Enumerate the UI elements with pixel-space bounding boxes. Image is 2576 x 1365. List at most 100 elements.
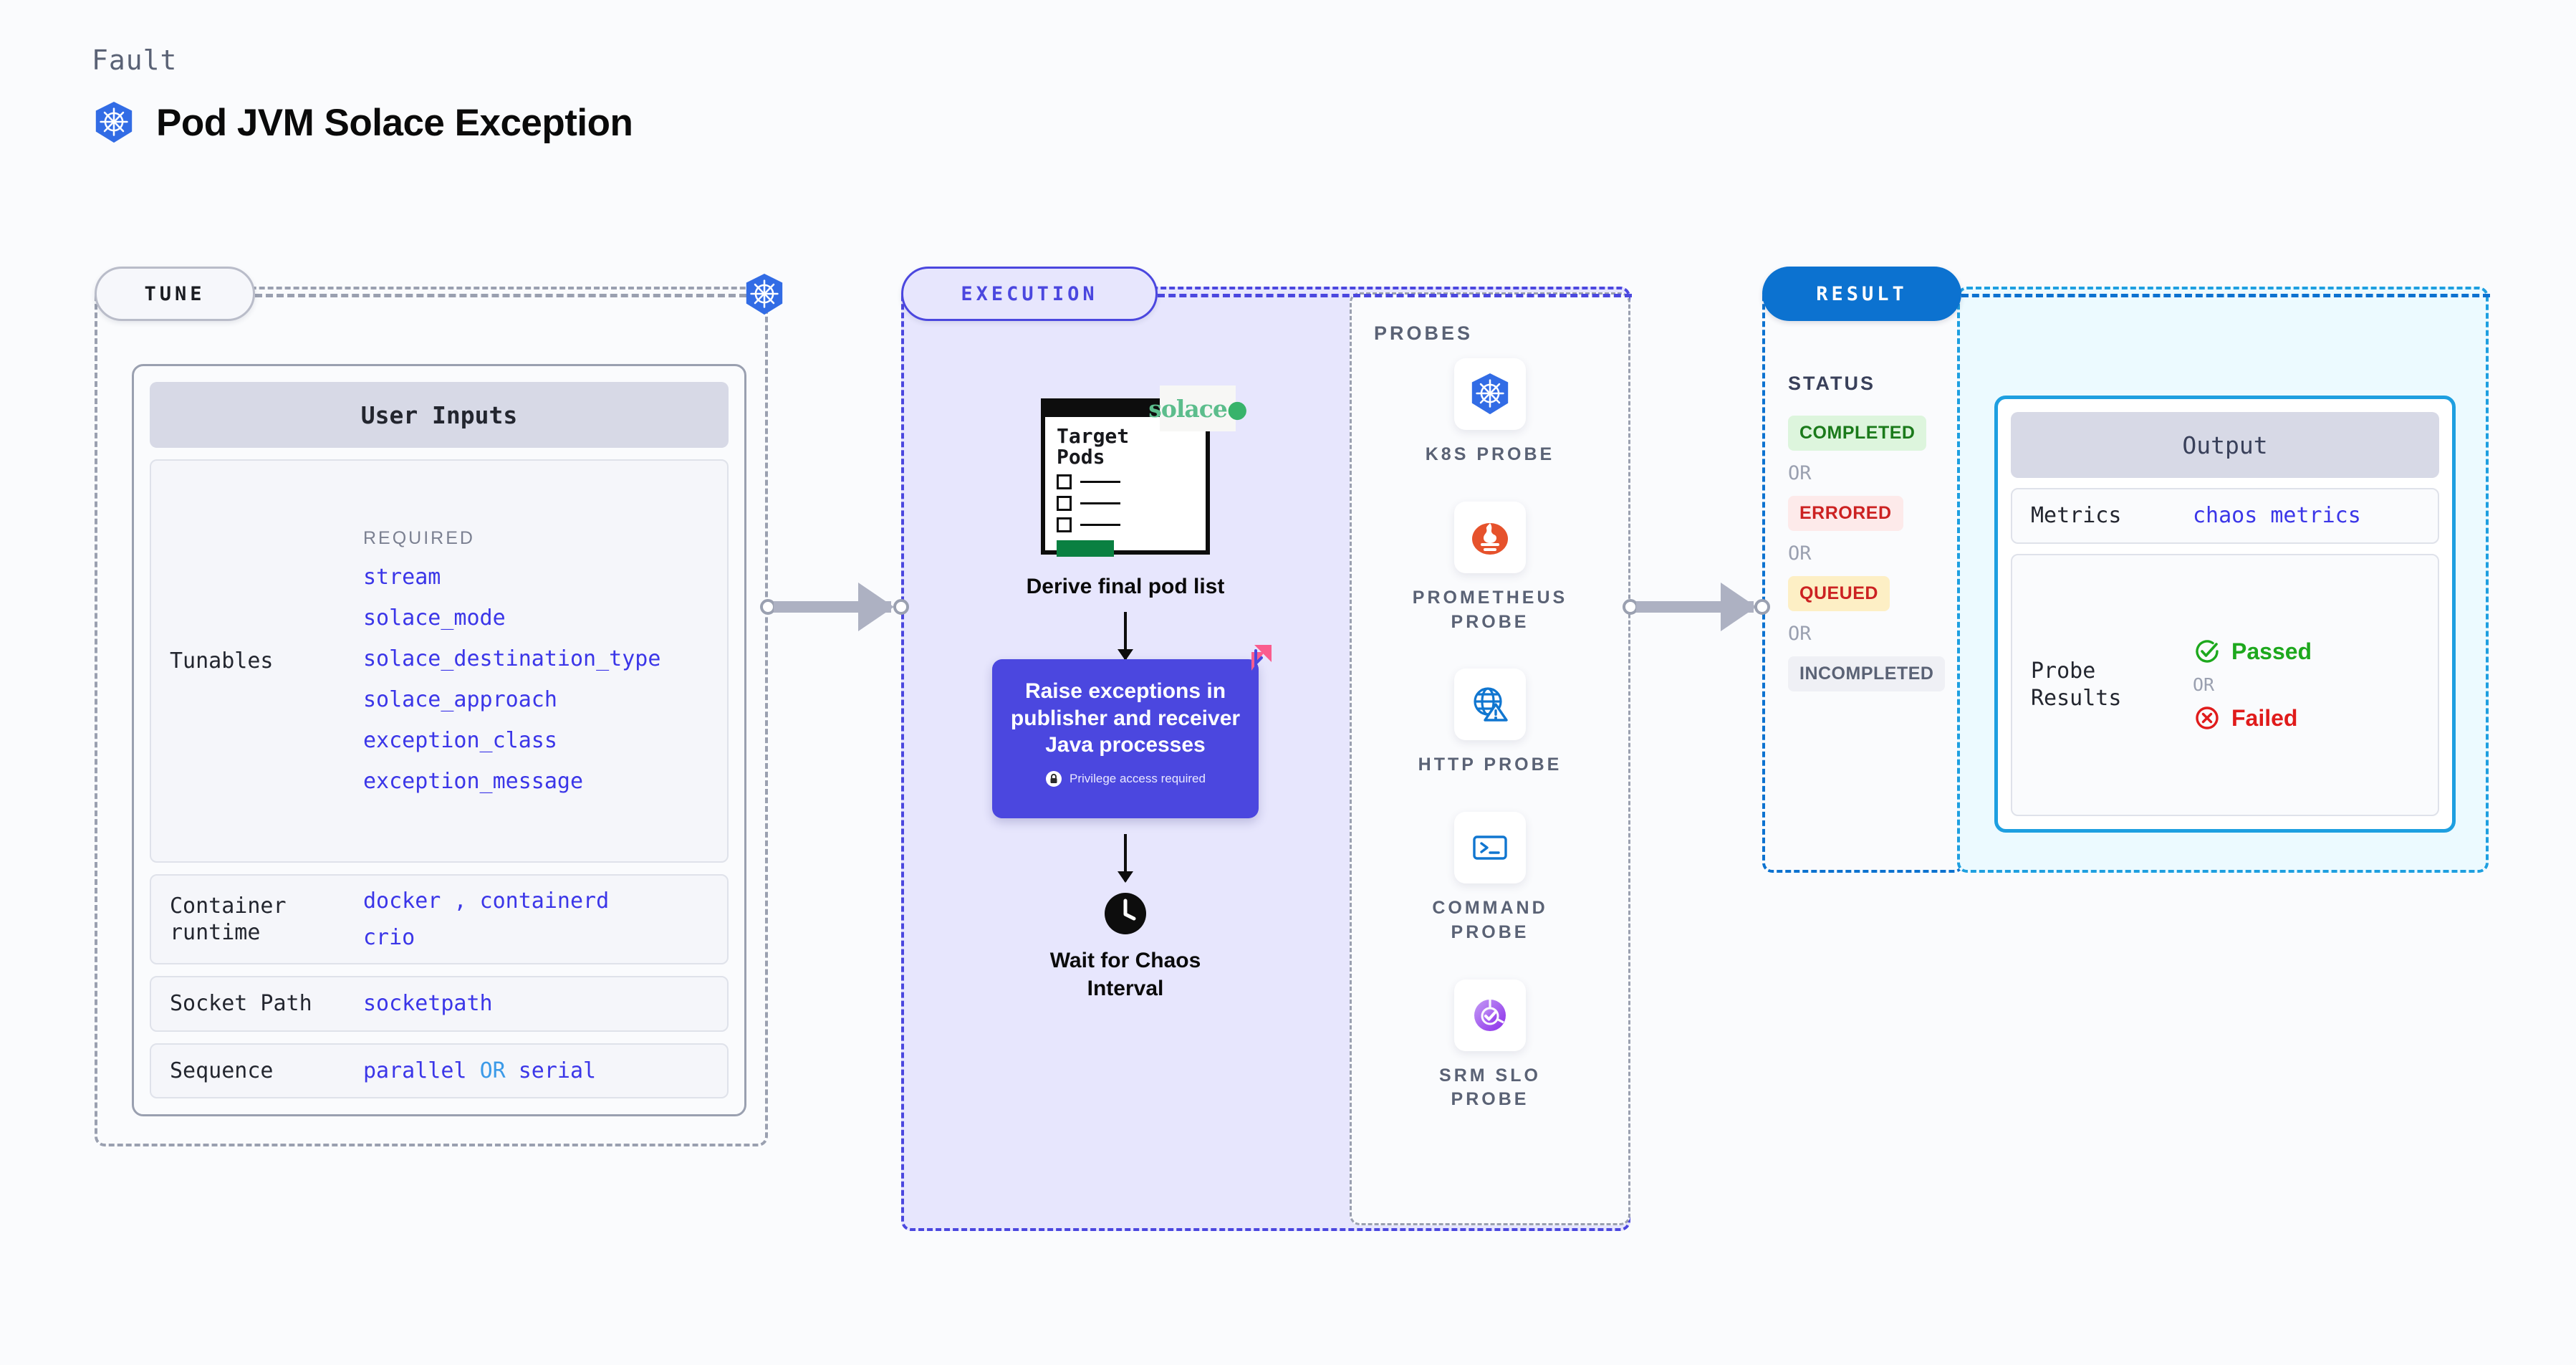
probe-result-failed: Failed: [2193, 704, 2312, 732]
lock-icon: [1045, 770, 1062, 787]
x-circle-icon: [2193, 704, 2221, 732]
tunable-solace-mode[interactable]: solace_mode: [363, 605, 506, 631]
status-or-2: OR: [1788, 542, 1812, 565]
runtime-containerd[interactable]: containerd: [479, 889, 610, 914]
tunable-exception-class[interactable]: exception_class: [363, 728, 557, 753]
result-stage-pill[interactable]: RESULT: [1762, 267, 1961, 321]
status-badge-queued: QUEUED: [1788, 576, 1890, 611]
tune-row-label: Container runtime: [170, 893, 287, 946]
tune-row-label: Socket Path: [170, 991, 312, 1016]
probes-section-title: PROBES: [1374, 322, 1474, 344]
sequence-parallel[interactable]: parallel: [363, 1058, 467, 1083]
output-row-label: Metrics: [2031, 503, 2122, 528]
output-row-probe-results: Probe Results Passed OR: [2011, 553, 2439, 816]
probes-list: K8S PROBE PROMETHEUS PROBE: [1350, 358, 1630, 1112]
tune-card: User Inputs Tunables REQUIRED stream sol…: [132, 364, 746, 1116]
tune-row-label: Sequence: [170, 1058, 274, 1083]
target-pods-card: Target Pods solace●: [1041, 385, 1248, 557]
metrics-value[interactable]: chaos metrics: [2193, 503, 2361, 529]
privilege-note-text: Privilege access required: [1070, 771, 1206, 785]
tune-region: [95, 287, 768, 1146]
pod-name-placeholder: [1080, 480, 1120, 483]
probe-item-command[interactable]: COMMAND PROBE: [1404, 812, 1576, 945]
tune-row-container-runtime: Container runtime docker , containerd cr…: [150, 874, 729, 964]
target-pods-title: Target Pods: [1057, 424, 1130, 469]
check-circle-icon: [2193, 637, 2221, 666]
tunable-exception-message[interactable]: exception_message: [363, 769, 584, 794]
probe-item-k8s[interactable]: K8S PROBE: [1404, 358, 1576, 467]
execution-header-dashed-line: [1158, 294, 1632, 297]
status-badge-incompleted: INCOMPLETED: [1788, 656, 1946, 691]
tunable-stream[interactable]: stream: [363, 565, 441, 590]
sequence-serial[interactable]: serial: [518, 1058, 597, 1083]
tune-row-sequence: Sequence parallel OR serial: [150, 1043, 729, 1098]
chaos-action-text: Raise exceptions in publisher and receiv…: [1010, 679, 1241, 757]
socket-path-value[interactable]: socketpath: [363, 991, 493, 1017]
status-badge-errored: ERRORED: [1788, 496, 1903, 531]
sequence-values: parallel OR serial: [363, 1058, 708, 1083]
status-or-1: OR: [1788, 462, 1812, 484]
fault-kicker: Fault: [92, 44, 178, 76]
srm-slo-icon: [1454, 979, 1526, 1051]
probe-label: K8S PROBE: [1425, 444, 1555, 464]
runtime-crio[interactable]: crio: [363, 925, 415, 950]
tune-row-label: Tunables: [170, 648, 274, 674]
pod-name-placeholder: [1080, 502, 1120, 504]
flow-arrow-2: [1118, 834, 1133, 883]
litmus-logo-icon: [1234, 642, 1274, 682]
probe-result-passed: Passed: [2193, 637, 2312, 666]
tune-kubernetes-badge-icon: [742, 272, 787, 317]
user-inputs-header: User Inputs: [150, 382, 729, 448]
step-wait-interval-caption: Wait for Chaos Interval: [1049, 949, 1201, 1000]
status-list: COMPLETED OR ERRORED OR QUEUED OR INCOMP…: [1788, 416, 1953, 691]
checkbox-icon[interactable]: [1057, 495, 1072, 511]
checkbox-icon[interactable]: [1057, 517, 1072, 532]
tunables-value-list: REQUIRED stream solace_mode solace_desti…: [363, 528, 708, 794]
kubernetes-icon: [1454, 358, 1526, 430]
probe-item-prometheus[interactable]: PROMETHEUS PROBE: [1404, 501, 1576, 635]
pod-list-item: [1057, 495, 1129, 511]
clock-icon: [1103, 891, 1148, 936]
flow-arrow-1: [1118, 612, 1133, 661]
connector-arrowhead: [1721, 583, 1756, 631]
status-badge-completed: COMPLETED: [1788, 416, 1927, 451]
pod-list-item: [1057, 517, 1129, 532]
connector-node-right: [893, 599, 909, 615]
runtime-docker[interactable]: docker: [363, 889, 441, 914]
runtime-separator: ,: [453, 889, 467, 914]
step-derive-pod-list-caption: Derive final pod list: [1026, 575, 1225, 598]
status-or-3: OR: [1788, 623, 1812, 645]
output-header: Output: [2011, 412, 2439, 478]
failed-label: Failed: [2231, 704, 2298, 731]
container-runtime-values: docker , containerd crio: [363, 889, 708, 950]
kubernetes-icon: [92, 100, 136, 145]
probe-label: COMMAND PROBE: [1432, 898, 1548, 942]
pod-name-placeholder: [1080, 523, 1120, 526]
status-section-title: STATUS: [1788, 373, 1875, 394]
output-row-label: Probe Results: [2031, 658, 2122, 711]
output-card: Output Metrics chaos metrics Probe Resul…: [1994, 396, 2456, 833]
tune-stage-pill[interactable]: TUNE: [95, 267, 255, 321]
tune-header-dashed-line: [255, 294, 746, 297]
page-title: Pod JVM Solace Exception: [156, 101, 633, 144]
result-header-dashed-line: [1961, 294, 2490, 297]
execution-stage-pill[interactable]: EXECUTION: [901, 267, 1158, 321]
chaos-action-box[interactable]: Raise exceptions in publisher and receiv…: [992, 645, 1272, 819]
probe-item-http[interactable]: HTTP PROBE: [1404, 669, 1576, 777]
required-label: REQUIRED: [363, 528, 475, 548]
passed-label: Passed: [2231, 638, 2312, 664]
probe-result-or: OR: [2193, 674, 2215, 696]
globe-warning-icon: [1454, 669, 1526, 741]
solace-logo-icon: solace●: [1148, 385, 1248, 431]
tune-row-tunables: Tunables REQUIRED stream solace_mode sol…: [150, 459, 729, 863]
checkbox-icon[interactable]: [1057, 474, 1072, 489]
prometheus-icon: [1454, 501, 1526, 573]
pod-status-bar: [1057, 540, 1114, 557]
tunable-solace-destination-type[interactable]: solace_destination_type: [363, 646, 661, 671]
probe-item-srm-slo[interactable]: SRM SLO PROBE: [1404, 979, 1576, 1113]
sequence-or: OR: [479, 1058, 506, 1083]
tunable-solace-approach[interactable]: solace_approach: [363, 687, 557, 712]
probe-label: SRM SLO PROBE: [1439, 1065, 1541, 1110]
probe-results-values: Passed OR Failed: [2193, 637, 2312, 732]
target-pods-body: Target Pods: [1045, 418, 1129, 557]
